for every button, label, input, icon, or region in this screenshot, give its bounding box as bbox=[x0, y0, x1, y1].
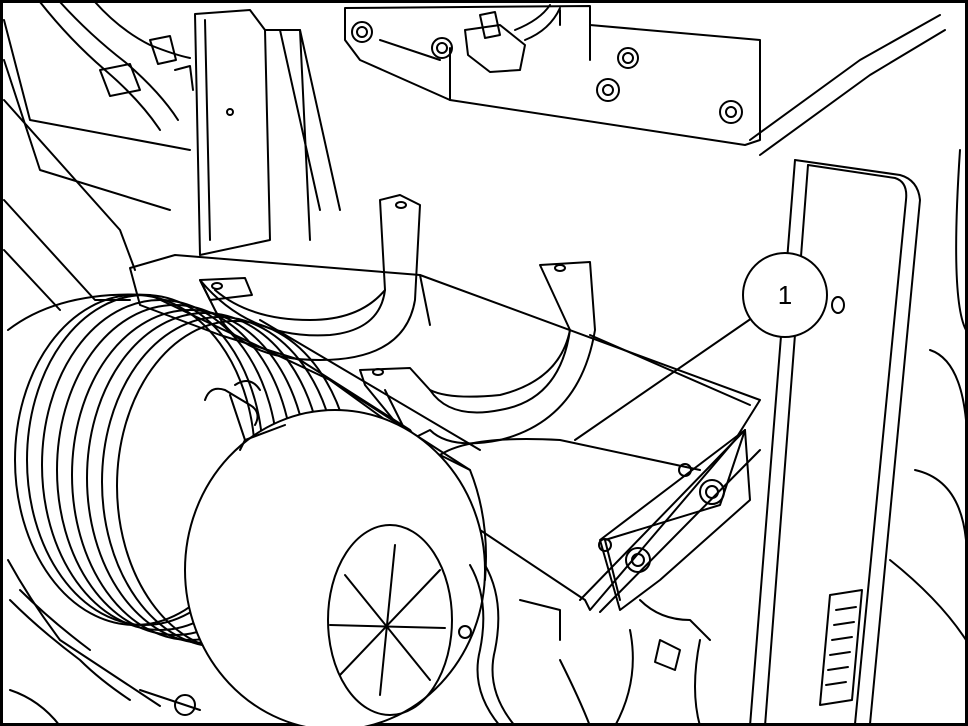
air-filter-canister bbox=[7, 293, 487, 726]
callout-1: 1 bbox=[742, 252, 828, 338]
hose-clamp-fitting bbox=[464, 4, 561, 73]
side-mounting-plate bbox=[598, 429, 751, 611]
callout-circle bbox=[742, 252, 828, 338]
callout-label: 1 bbox=[778, 280, 792, 310]
top-mounting-bracket bbox=[279, 5, 761, 211]
rear-saddle-strap bbox=[199, 194, 421, 361]
mounting-platform bbox=[129, 254, 761, 613]
callout-leader-line bbox=[574, 317, 753, 441]
right-frame-rail bbox=[749, 14, 967, 726]
bracket-bolts bbox=[351, 21, 743, 124]
filter-latch-clip bbox=[204, 380, 286, 451]
lower-wiring bbox=[9, 564, 711, 726]
